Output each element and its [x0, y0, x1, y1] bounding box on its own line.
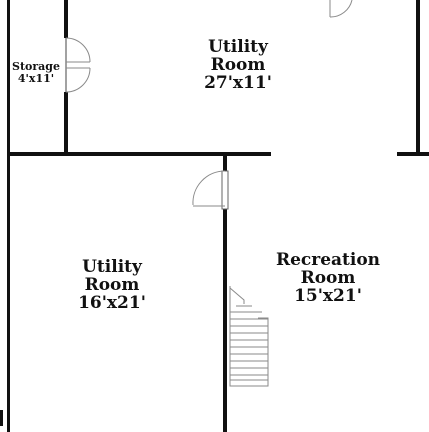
wall-storage-right-top	[64, 0, 68, 38]
storage-door	[65, 37, 91, 93]
top-door	[329, 0, 353, 18]
room-name-line1: Utility	[208, 37, 268, 57]
stairs	[229, 286, 269, 387]
wall-center-stub	[223, 155, 227, 171]
room-name-line2: Room	[210, 54, 266, 75]
room-dimensions: 15'x21'	[294, 285, 362, 306]
room-label-storage: Storage 4'x11'	[8, 60, 64, 86]
wall-storage-right-bottom	[64, 92, 68, 154]
walls	[7, 0, 429, 432]
wall-right-upper	[416, 0, 420, 155]
room-name-line1: Utility	[82, 257, 142, 277]
room-name: Storage	[12, 60, 60, 73]
room-label-utility-top: Utility Room 27'x11'	[178, 37, 298, 93]
room-dimensions: 4'x11'	[17, 72, 55, 86]
wall-horizontal-right	[397, 152, 429, 156]
room-dimensions: 27'x11'	[204, 72, 272, 93]
room-label-utility-left: Utility Room 16'x21'	[52, 257, 172, 313]
room-label-recreation: Recreation Room 15'x21'	[263, 250, 393, 306]
center-door	[192, 170, 229, 210]
room-name-line2: Room	[300, 267, 356, 288]
room-name-line2: Room	[84, 274, 140, 295]
edge-mark	[0, 410, 3, 426]
wall-center-lower	[223, 209, 227, 432]
wall-left-lower	[7, 155, 10, 432]
room-name-line1: Recreation	[275, 250, 381, 270]
room-dimensions: 16'x21'	[78, 292, 146, 313]
wall-left-upper	[7, 0, 10, 155]
wall-horizontal-left	[7, 152, 271, 156]
